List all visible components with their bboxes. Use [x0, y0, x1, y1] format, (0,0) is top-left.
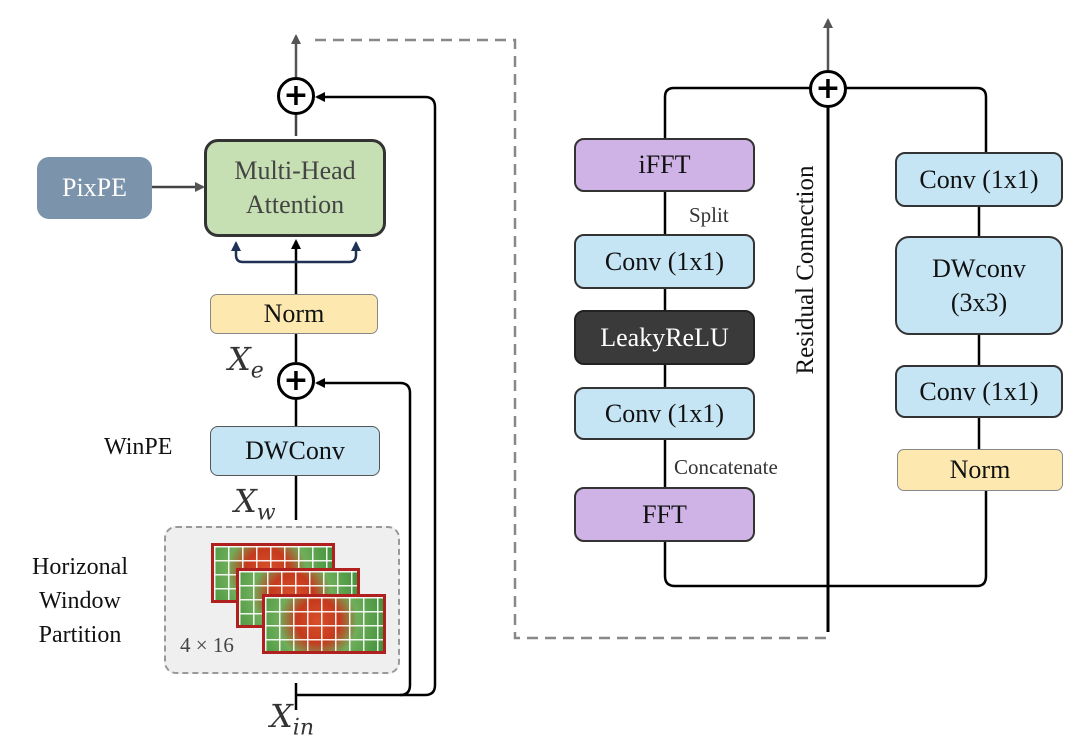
- conv-1x1-box-b: Conv (1x1): [574, 387, 755, 440]
- x-w-label: Xw: [234, 482, 276, 526]
- concatenate-label: Concatenate: [674, 455, 778, 479]
- leaky-relu-label: LeakyReLU: [600, 322, 729, 352]
- pixpe-label: PixPE: [61, 173, 128, 203]
- attention-line-2: Attention: [245, 190, 345, 219]
- conv-1x1-box-c: Conv (1x1): [895, 152, 1063, 207]
- plus-icon-winpe-sum: +: [277, 362, 315, 400]
- expansion-dashed-outline: [315, 38, 828, 640]
- dwconv-line-2: (3x3): [950, 287, 1008, 317]
- plus-icon-attention-sum: +: [277, 77, 315, 115]
- winpe-label: WinPE: [104, 434, 173, 460]
- x-e-label: Xe: [228, 340, 264, 384]
- conv-1x1-box-a: Conv (1x1): [574, 234, 755, 289]
- fft-label: FFT: [642, 499, 687, 529]
- partition-label: Horizonal Window Partition: [32, 554, 128, 648]
- norm-label-left: Norm: [263, 299, 325, 329]
- residual-connection-label: Residual Connection: [792, 165, 819, 375]
- x-in-label: Xin: [270, 697, 314, 741]
- pixpe-box: PixPE: [37, 157, 152, 219]
- fft-box: FFT: [574, 487, 755, 542]
- multi-head-attention-box: Multi-Head Attention: [204, 139, 386, 237]
- ifft-label: iFFT: [638, 150, 691, 180]
- attention-line-1: Multi-Head: [234, 156, 356, 186]
- dwconv-label-left: DWConv: [245, 436, 345, 466]
- leaky-relu-box: LeakyReLU: [574, 310, 755, 365]
- ifft-box: iFFT: [574, 138, 755, 192]
- grid-size-label: 4 × 16: [180, 633, 234, 657]
- conv-1x1-box-d: Conv (1x1): [895, 365, 1063, 418]
- conv-c-label: Conv (1x1): [919, 164, 1039, 194]
- conv-d-label: Conv (1x1): [919, 376, 1039, 406]
- dwconv-line-1: DWconv: [932, 253, 1026, 283]
- conv-a-label: Conv (1x1): [604, 246, 725, 276]
- conv-b-label: Conv (1x1): [604, 398, 725, 428]
- split-label: Split: [689, 203, 729, 227]
- partition-tile-image-3: [262, 594, 386, 654]
- plus-icon-residual-sum: +: [809, 70, 847, 108]
- dwconv-3x3-box: DWconv (3x3): [895, 236, 1063, 335]
- norm-label-right: Norm: [949, 455, 1011, 485]
- dwconv-box-left: DWConv: [210, 426, 380, 476]
- norm-box-left: Norm: [210, 294, 378, 334]
- norm-box-right: Norm: [897, 449, 1063, 491]
